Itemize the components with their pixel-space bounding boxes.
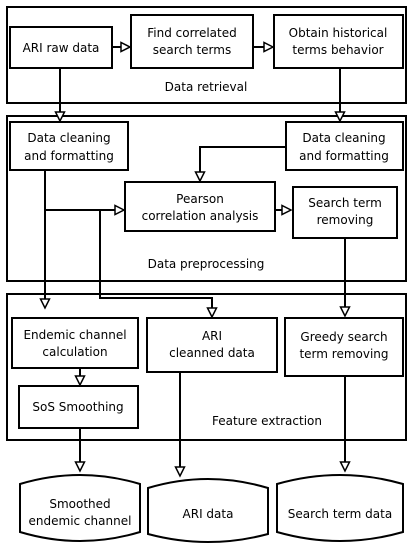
svg-text:Smoothed: Smoothed [49,497,110,511]
stage-data-preprocessing: Data preprocessing [6,115,407,282]
datastore-smoothed-endemic-channel: Smoothed endemic channel [19,474,141,542]
stage-data-retrieval: Data retrieval [6,6,407,104]
box-data-cleaning-right: Data cleaning and formatting [285,121,404,171]
svg-text:terms behavior: terms behavior [292,43,383,57]
arrowheads [39,41,351,478]
box-endemic-channel-calculation: Endemic channel calculation [11,317,139,369]
svg-text:Pearson: Pearson [176,192,224,206]
box-obtain-historical-terms: Obtain historical terms behavior [273,14,404,69]
box-greedy-search-term-removing: Greedy search term removing [284,317,404,377]
svg-text:and formatting: and formatting [24,149,114,163]
stage-label-extraction: Feature extraction [212,414,322,428]
svg-text:Data cleaning: Data cleaning [302,131,385,145]
stage-label-preprocessing: Data preprocessing [148,257,265,271]
svg-text:Search term: Search term [308,196,382,210]
stage-label-retrieval: Data retrieval [165,80,248,94]
datastore-ari-data: ARI data [147,478,269,543]
box-search-term-removing: Search term removing [292,186,398,239]
svg-text:and formatting: and formatting [299,149,389,163]
svg-text:calculation: calculation [42,345,107,359]
box-data-cleaning-left: Data cleaning and formatting [9,121,129,171]
svg-text:term removing: term removing [299,347,388,361]
box-ari-raw-data: ARI raw data [9,26,113,69]
box-sos-smoothing: SoS Smoothing [18,385,139,429]
svg-text:ARI raw data: ARI raw data [23,41,100,55]
svg-text:SoS Smoothing: SoS Smoothing [32,400,123,414]
svg-text:Find correlated: Find correlated [147,26,237,40]
svg-text:search terms: search terms [153,43,231,57]
stage-feature-extraction: Feature extraction [6,293,407,441]
svg-text:cleanned data: cleanned data [169,346,255,360]
svg-text:ARI data: ARI data [183,507,234,521]
svg-text:removing: removing [317,213,374,227]
svg-text:Greedy search: Greedy search [300,330,387,344]
svg-text:Search term data: Search term data [288,507,392,521]
box-pearson-correlation: Pearson correlation analysis [124,181,276,232]
box-find-correlated-search-terms: Find correlated search terms [130,14,254,69]
svg-text:endemic channel: endemic channel [29,514,132,528]
svg-text:correlation analysis: correlation analysis [142,209,259,223]
svg-text:ARI: ARI [202,329,222,343]
box-ari-cleaned-data: ARI cleanned data [146,317,278,373]
svg-text:Endemic channel: Endemic channel [23,328,126,342]
svg-text:Obtain historical: Obtain historical [289,26,388,40]
datastore-search-term-data: Search term data [276,474,404,542]
svg-text:Data cleaning: Data cleaning [27,131,110,145]
